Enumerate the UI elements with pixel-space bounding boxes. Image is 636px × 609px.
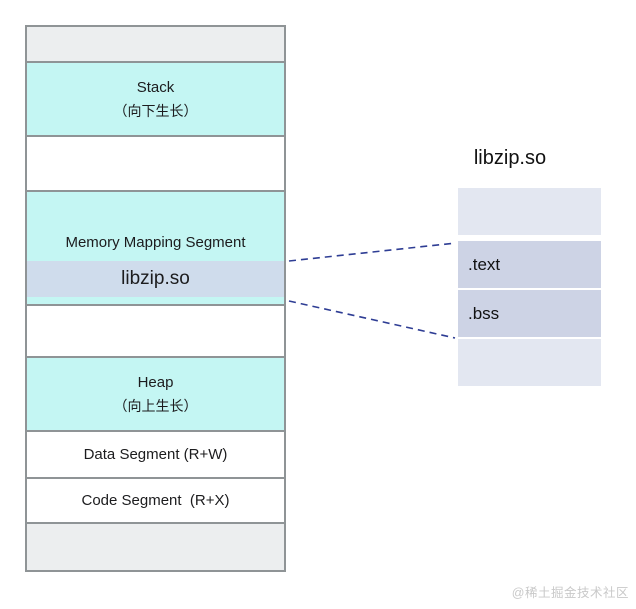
stack-grow-direction-label: （向下生长） — [113, 103, 198, 119]
data-segment-label: Data Segment (R+W) — [83, 445, 228, 463]
connector-line-to-bss-section — [288, 300, 456, 339]
mapped-libzip-label: libzip.so — [121, 268, 190, 289]
heap-grow-direction-label: （向上生长） — [113, 398, 198, 414]
library-section-text: .text — [458, 241, 601, 288]
watermark: @稀土掘金技术社区 — [511, 586, 629, 600]
library-sections: .text .bss — [458, 188, 601, 386]
stack-label: Stack — [136, 79, 175, 96]
library-title: libzip.so — [473, 147, 547, 169]
unused-gap-segment-upper — [27, 137, 284, 192]
reserved-bottom-segment — [27, 524, 284, 570]
process-memory-map: Stack （向下生长） Memory Mapping Segment libz… — [25, 25, 286, 572]
connector-line-to-text-section — [288, 242, 457, 262]
memory-mapping-segment-footer — [27, 297, 284, 304]
memory-mapping-segment-header: Memory Mapping Segment — [27, 192, 284, 261]
stack-segment: Stack （向下生长） — [27, 63, 284, 137]
data-segment: Data Segment (R+W) — [27, 432, 284, 479]
mapped-libzip-region: libzip.so — [27, 261, 284, 297]
memory-mapping-segment: Memory Mapping Segment libzip.so — [27, 192, 284, 306]
heap-label: Heap — [137, 374, 174, 391]
heap-segment: Heap （向上生长） — [27, 358, 284, 432]
code-segment: Code Segment (R+X) — [27, 479, 284, 524]
bss-section-label: .bss — [468, 303, 500, 323]
library-section-footer — [458, 339, 601, 386]
unused-gap-segment-lower — [27, 306, 284, 358]
code-segment-label: Code Segment (R+X) — [81, 491, 230, 509]
memory-mapping-segment-label: Memory Mapping Segment — [65, 234, 246, 251]
reserved-top-segment — [27, 27, 284, 63]
library-section-bss: .bss — [458, 290, 601, 337]
library-section-header — [458, 188, 601, 235]
text-section-label: .text — [468, 254, 501, 274]
